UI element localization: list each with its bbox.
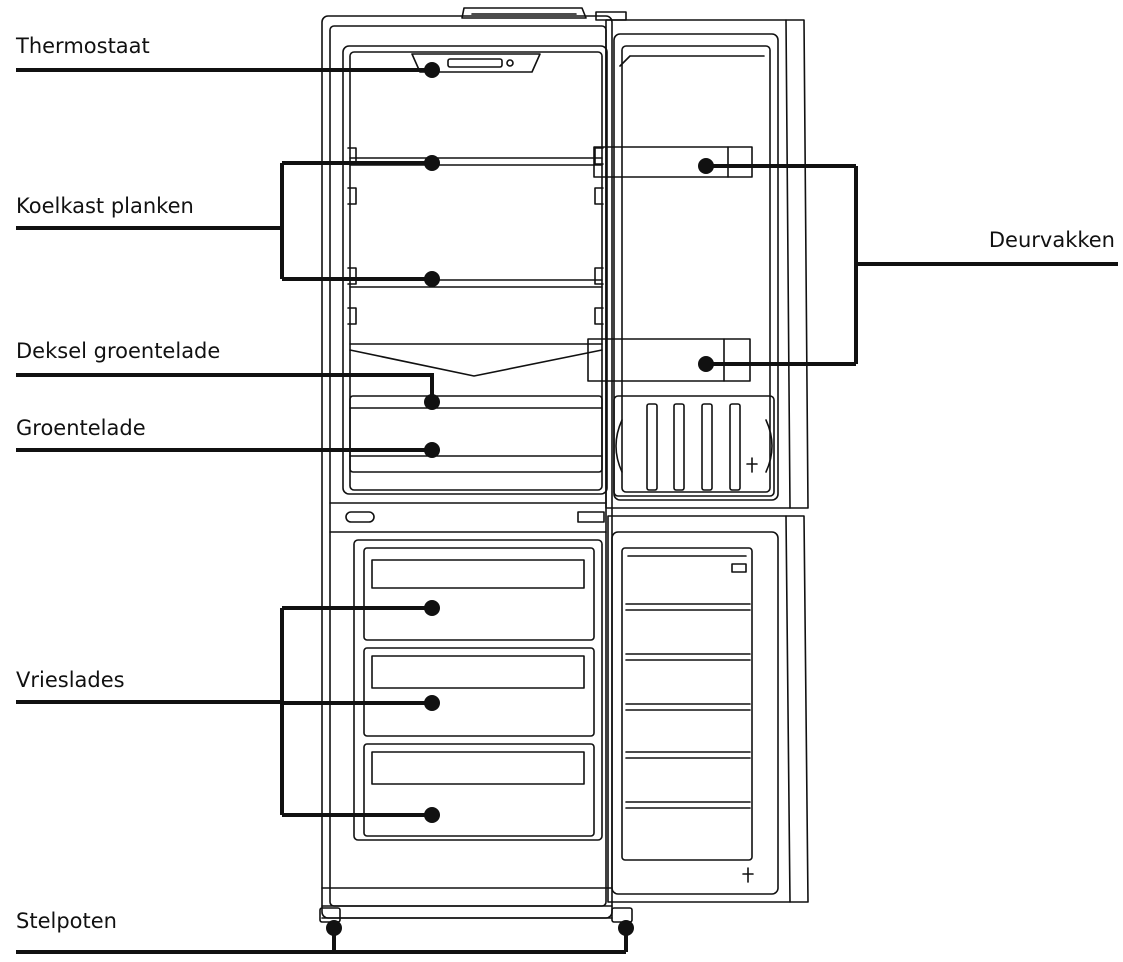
freezer-drawer-1 <box>363 547 595 641</box>
label-deksel-groentelade: Deksel groentelade <box>16 339 221 363</box>
dot-shelf-bottom <box>424 271 440 287</box>
dot-freezer-drawer-2 <box>424 695 440 711</box>
dot-foot-left <box>326 920 342 936</box>
thermostat-housing <box>411 53 541 73</box>
freezer-door-bar-4 <box>625 751 751 759</box>
freezer-drawer-3 <box>363 743 595 837</box>
door-bin-lower <box>587 338 751 382</box>
adjustable-feet <box>319 907 633 923</box>
label-stelpoten: Stelpoten <box>16 909 117 933</box>
divider-panel <box>329 502 607 533</box>
label-thermostaat: Thermostaat <box>16 34 150 58</box>
freezer-compartment <box>321 539 613 919</box>
crisper-cover <box>349 343 603 377</box>
dot-crisper-drawer <box>424 442 440 458</box>
dot-crisper-cover <box>424 394 440 410</box>
door-bin-upper <box>593 146 753 178</box>
label-vrieslades: Vrieslades <box>16 668 125 692</box>
freezer-door <box>607 515 809 903</box>
label-koelkast-planken: Koelkast planken <box>16 194 194 218</box>
shelf-bottom <box>349 279 603 288</box>
freezer-door-bar-2 <box>625 653 751 661</box>
dot-freezer-drawer-3 <box>424 807 440 823</box>
dot-thermostaat <box>424 62 440 78</box>
freezer-door-bar-5 <box>625 801 751 809</box>
freezer-door-bar-3 <box>625 703 751 711</box>
fridge-door <box>587 19 809 509</box>
freezer-drawer-2 <box>363 647 595 737</box>
fridge-cabinet <box>321 7 627 919</box>
fridge-compartment <box>342 45 608 495</box>
leader-koelkast-planken <box>16 161 432 281</box>
label-deurvakken: Deurvakken <box>988 228 1115 252</box>
leader-vrieslades <box>16 606 432 817</box>
dot-door-bin-upper <box>698 158 714 174</box>
freezer-door-bar-1 <box>625 603 751 611</box>
label-groentelade: Groentelade <box>16 416 146 440</box>
dot-foot-right <box>618 920 634 936</box>
dot-door-bin-lower <box>698 356 714 372</box>
dot-shelf-top <box>424 155 440 171</box>
leader-deurvakken <box>706 164 1118 366</box>
leader-deksel-groentelade <box>16 373 434 402</box>
crisper-drawer <box>349 395 603 473</box>
dot-freezer-drawer-1 <box>424 600 440 616</box>
